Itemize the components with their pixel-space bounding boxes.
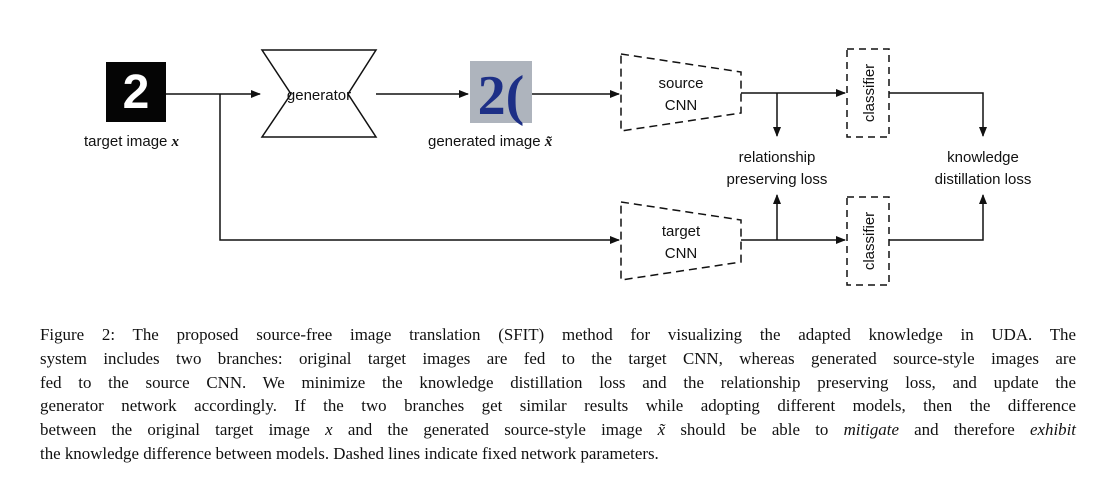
caption-var-x: x (325, 420, 333, 440)
caption-line-3: fed to the source CNN. We minimize the k… (40, 372, 1076, 392)
generated-image-glyph: 2( (478, 65, 525, 127)
target-image-caption: target image x (84, 133, 180, 150)
caption-line-1: Figure 2: The proposed source-free image… (40, 325, 1076, 344)
relationship-loss-label-1: relationship (739, 149, 816, 166)
target-cnn-block (620, 201, 742, 281)
caption-line-6: the knowledge difference between models.… (40, 443, 659, 463)
figure-caption: Figure 2: The proposed source-free image… (40, 323, 1076, 466)
target-cnn-label-1: target (662, 223, 701, 240)
sfit-pipeline-diagram: 2 target image x generator 2( generated … (84, 48, 1032, 286)
generator-block (260, 49, 378, 138)
target-image: 2 (106, 62, 166, 122)
target-image-glyph: 2 (123, 66, 150, 119)
classifier-bottom-block (846, 196, 890, 286)
relationship-loss-label-2: preserving loss (727, 171, 828, 188)
classifier-bottom-label: classifier (861, 212, 878, 270)
arrow-target-to-target-cnn (219, 94, 620, 244)
caption-line-5: between the original target image x and … (40, 420, 1076, 440)
caption-line-4: generator network accordingly. If the tw… (40, 396, 1076, 416)
generator-label: generator (287, 87, 351, 104)
distillation-loss-label-2: distillation loss (935, 171, 1032, 188)
source-cnn-block (620, 53, 742, 132)
source-cnn-label-2: CNN (665, 97, 698, 114)
distillation-loss-label-1: knowledge (947, 149, 1019, 166)
classifier-top-label: classifier (861, 64, 878, 122)
caption-var-x-tilde: x̃ (657, 420, 666, 440)
caption-word-exhibit: exhibit (1030, 420, 1076, 440)
caption-line-2: system includes two branches: original t… (40, 348, 1076, 368)
generated-image-caption: generated image x̃ (428, 133, 553, 150)
connectors (166, 89, 987, 244)
arrow-classifier-top-to-distillation (889, 92, 987, 137)
classifier-top-block (846, 48, 890, 138)
generated-image: 2( (470, 61, 532, 127)
source-cnn-label-1: source (658, 75, 703, 92)
caption-word-mitigate: mitigate (843, 420, 899, 440)
target-cnn-label-2: CNN (665, 245, 698, 262)
arrow-classifier-bottom-to-distillation (889, 194, 987, 241)
